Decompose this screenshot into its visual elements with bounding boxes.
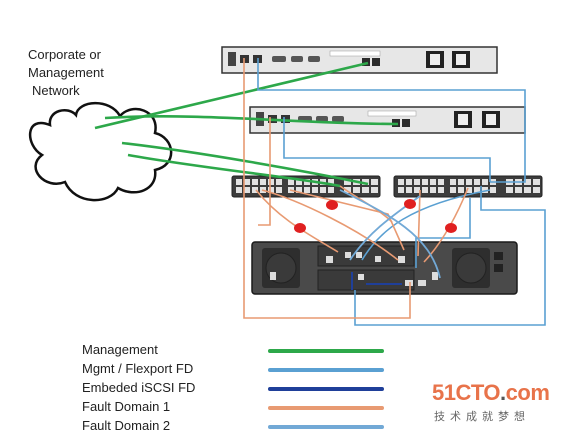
switch-port	[236, 187, 242, 193]
switch-port	[244, 187, 250, 193]
switch-uplink-port	[533, 187, 540, 193]
watermark: 51CTO.com 技术成就梦想	[432, 380, 550, 424]
switch-port	[268, 187, 274, 193]
cloud-label-line-3: Network	[32, 83, 80, 98]
management-links	[94, 61, 399, 188]
legend-swatch	[268, 387, 384, 391]
legend-label: Management	[82, 342, 158, 357]
switch-port	[312, 187, 318, 193]
switch-port	[398, 179, 404, 185]
watermark-main: 51CTO	[432, 380, 501, 405]
switch-uplink-port	[506, 187, 513, 193]
storage-array	[251, 241, 518, 295]
watermark-dot: .	[500, 380, 506, 405]
embedded-iscsi-links	[351, 272, 402, 290]
switch-port	[466, 187, 472, 193]
switch-port	[244, 179, 250, 185]
switch-uplink-port	[524, 179, 531, 185]
switch-port	[252, 179, 258, 185]
switch-port	[328, 187, 334, 193]
legend-swatch	[268, 425, 384, 429]
switch-port	[296, 179, 302, 185]
legend-swatch	[268, 368, 384, 372]
switch-uplink-port	[371, 179, 378, 185]
switch-port	[438, 179, 444, 185]
switch-uplink-port	[344, 187, 351, 193]
fault-marker	[326, 200, 338, 210]
switch-port	[450, 187, 456, 193]
switch-port	[438, 187, 444, 193]
switch-port	[422, 179, 428, 185]
switch-port	[288, 179, 294, 185]
switch-right	[393, 175, 543, 198]
cloud-label-line-2: Management	[28, 65, 104, 80]
switch-port	[458, 179, 464, 185]
switch-port	[430, 179, 436, 185]
switch-uplink-port	[362, 179, 369, 185]
switch-port	[422, 187, 428, 193]
switch-port	[490, 187, 496, 193]
switch-port	[474, 187, 480, 193]
watermark-tagline: 技术成就梦想	[434, 411, 530, 423]
legend-label: Fault Domain 2	[82, 418, 171, 433]
switch-uplink-port	[533, 179, 540, 185]
switch-port	[406, 179, 412, 185]
switch-uplink-port	[371, 187, 378, 193]
switch-port	[450, 179, 456, 185]
watermark-logo: 51CTO.com	[432, 380, 550, 406]
legend-swatch	[268, 349, 384, 353]
switch-uplink-port	[362, 187, 369, 193]
fault-marker	[294, 223, 306, 233]
cloud-label: Corporate or Management Network	[28, 46, 104, 100]
legend-swatch	[268, 406, 384, 410]
switch-port	[328, 179, 334, 185]
cloud-label-line-1: Corporate or	[28, 47, 101, 62]
switch-port	[276, 179, 282, 185]
legend-label: Mgmt / Flexport FD	[82, 361, 194, 376]
switch-port	[236, 179, 242, 185]
switch-port	[276, 187, 282, 193]
cloud-shape	[28, 101, 173, 202]
switch-port	[482, 179, 488, 185]
switch-uplink-port	[524, 187, 531, 193]
switch-port	[252, 187, 258, 193]
switch-port	[466, 179, 472, 185]
switch-port	[474, 179, 480, 185]
switch-port	[414, 187, 420, 193]
switch-uplink-port	[353, 187, 360, 193]
switch-port	[458, 187, 464, 193]
watermark-suffix: com	[505, 380, 550, 405]
switch-port	[304, 179, 310, 185]
legend-label: Fault Domain 1	[82, 399, 171, 414]
switch-port	[320, 187, 326, 193]
switch-port	[482, 187, 488, 193]
legend-label: Embeded iSCSI FD	[82, 380, 196, 395]
switch-port	[304, 187, 310, 193]
fault-marker	[404, 199, 416, 209]
switch-port	[430, 187, 436, 193]
fault-marker	[445, 223, 457, 233]
switch-uplink-port	[344, 179, 351, 185]
switch-port	[406, 187, 412, 193]
switch-port	[296, 187, 302, 193]
switch-port	[414, 179, 420, 185]
switch-port	[398, 187, 404, 193]
fault-markers	[294, 199, 457, 233]
switch-uplink-port	[515, 187, 522, 193]
switch-port	[260, 179, 266, 185]
server-top	[221, 46, 498, 74]
switch-port	[268, 179, 274, 185]
